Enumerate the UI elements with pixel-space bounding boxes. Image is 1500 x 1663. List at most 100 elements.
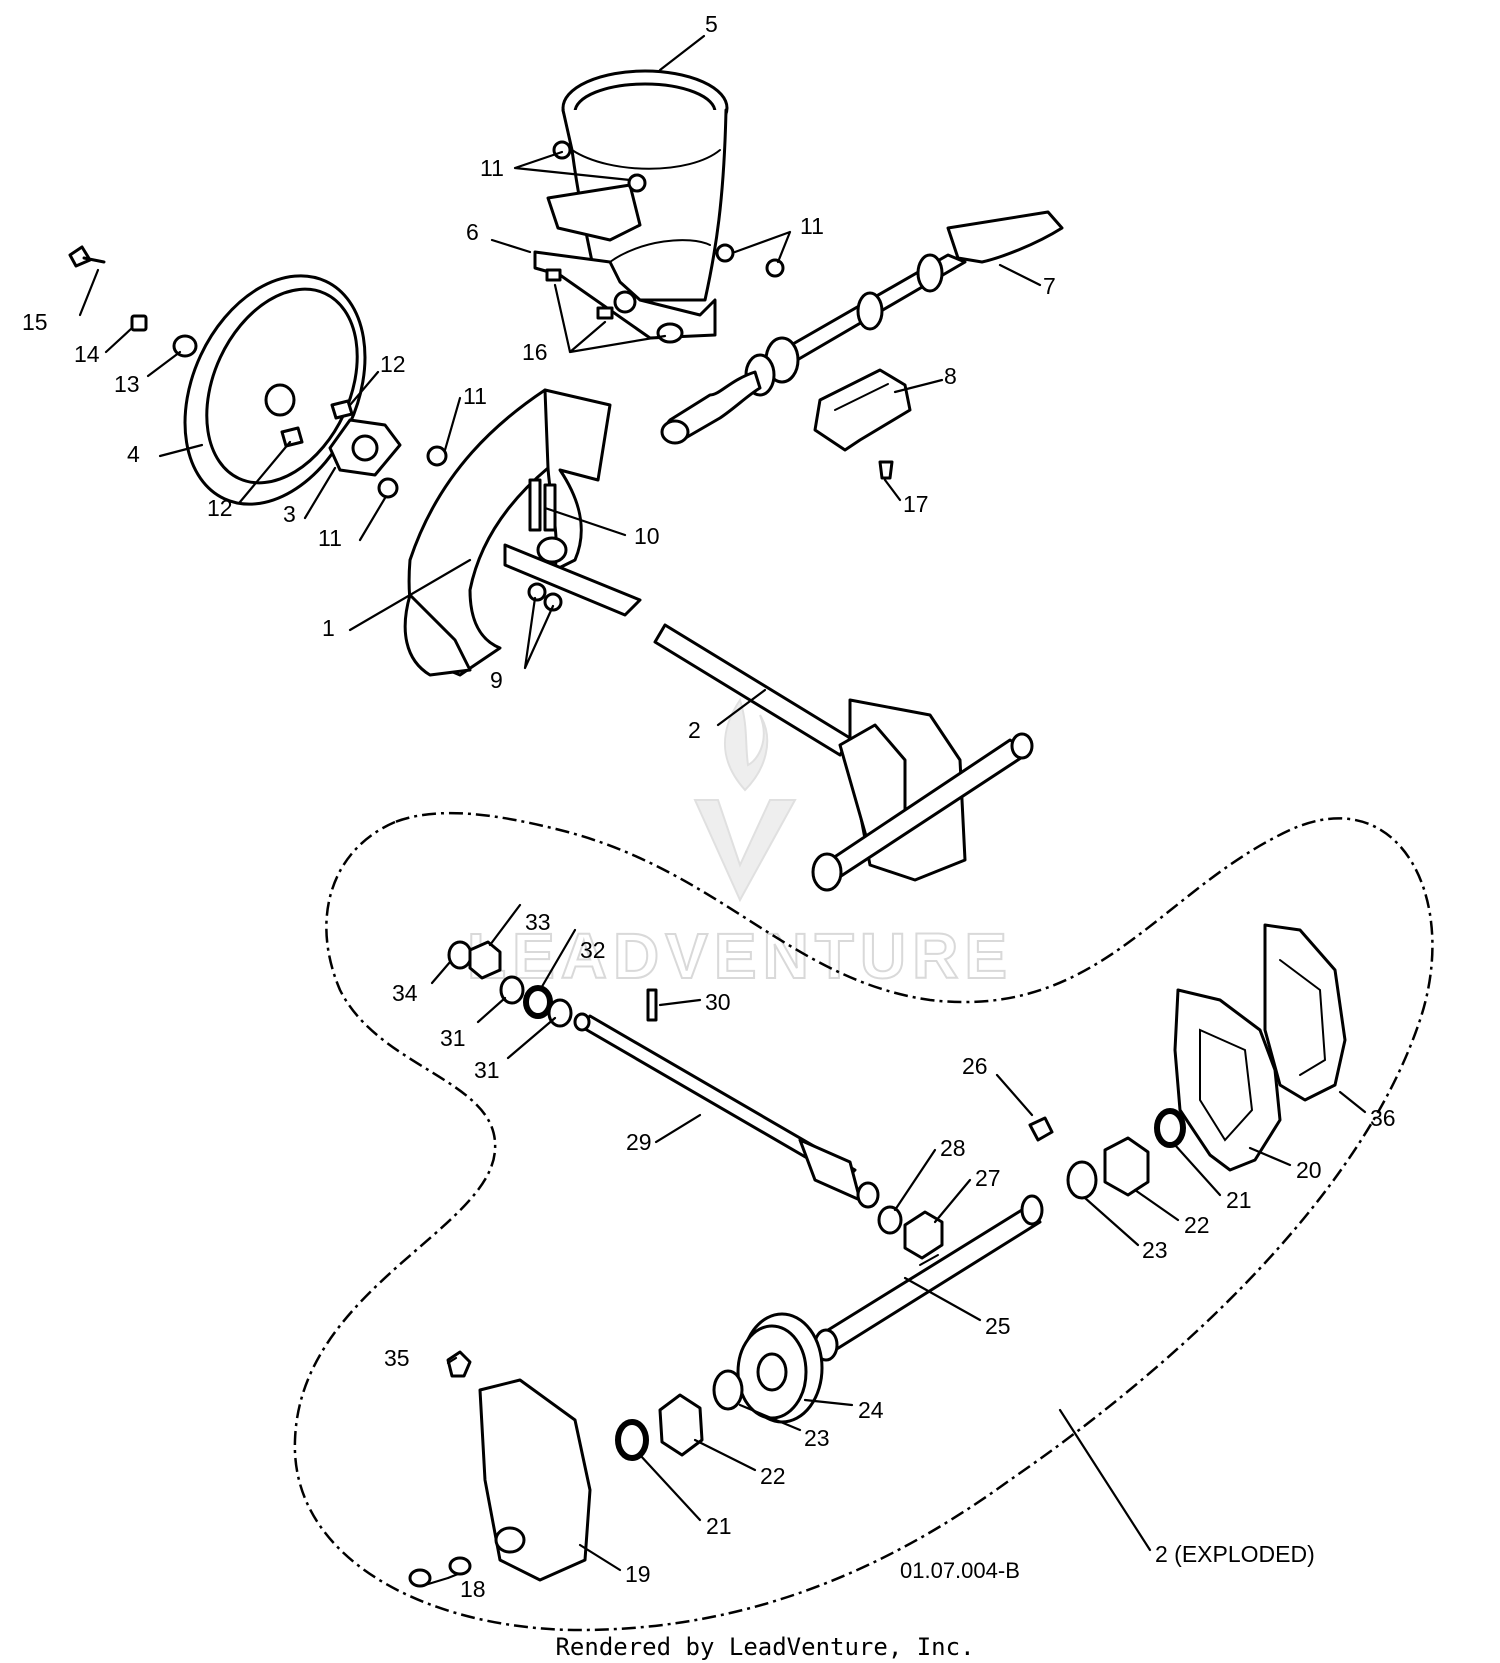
callout-1: 1 (322, 615, 335, 641)
callout-32: 32 (580, 937, 606, 963)
pin-30 (646, 988, 658, 1022)
seal-32 (523, 985, 553, 1019)
callout-18: 18 (460, 1576, 486, 1602)
callout-23-a: 23 (1142, 1237, 1168, 1263)
washer-31-b (547, 998, 573, 1028)
bolt-16-b (596, 306, 614, 320)
callout-4: 4 (127, 441, 140, 467)
callout-29: 29 (626, 1129, 652, 1155)
callout-6: 6 (466, 219, 479, 245)
callout-15: 15 (22, 309, 48, 335)
callout-9: 9 (490, 667, 503, 693)
bearing-22-b (658, 1393, 704, 1457)
leadventure-watermark: LEADVENTURE (466, 697, 1013, 993)
auger-pulley (183, 274, 367, 506)
callout-7: 7 (1043, 273, 1056, 299)
bolt-16-d (656, 322, 684, 344)
leader-lines (78, 34, 1367, 1587)
callout-2-exploded: 2 (EXPLODED) (1155, 1541, 1315, 1567)
bolt-15 (68, 245, 106, 268)
washer-34 (447, 940, 473, 970)
callout-31-b: 31 (474, 1057, 500, 1083)
watermark-v-icon (693, 799, 797, 903)
callout-11-b: 11 (800, 213, 824, 239)
discharge-chute (561, 69, 729, 302)
callout-28: 28 (940, 1135, 966, 1161)
chute-flange-plate (546, 183, 642, 242)
callout-17: 17 (903, 491, 929, 517)
callout-16: 16 (522, 339, 548, 365)
callout-30: 30 (705, 989, 731, 1015)
screw-18-a (408, 1568, 432, 1588)
callout-12-a: 12 (380, 351, 406, 377)
nut-11-b (627, 173, 647, 193)
seal-21-b (615, 1419, 649, 1461)
watermark-text: LEADVENTURE (467, 920, 1013, 992)
bolt-10-b (543, 483, 557, 532)
nut-11-a (552, 140, 572, 160)
callout-10: 10 (634, 523, 660, 549)
callout-3: 3 (283, 501, 296, 527)
gasket-20 (1173, 988, 1282, 1172)
callout-21-a: 21 (1226, 1187, 1252, 1213)
watermark-flame-icon (723, 697, 769, 792)
bolt-16-a (545, 268, 562, 282)
callout-20: 20 (1296, 1157, 1322, 1183)
footer-credit: Rendered by LeadVenture, Inc. (555, 1633, 974, 1661)
callout-11-c: 11 (463, 383, 487, 409)
grease-fitting-35 (446, 1350, 472, 1378)
washer-13 (172, 334, 198, 358)
nut-9-a (527, 582, 547, 602)
callout-25: 25 (985, 1313, 1011, 1339)
callout-23-b: 23 (804, 1425, 830, 1451)
drawing-code: 01.07.004-B (900, 1558, 1020, 1583)
callout-26: 26 (962, 1053, 988, 1079)
exploded-view-boundary (293, 811, 1434, 1632)
callout-5: 5 (705, 11, 718, 37)
callout-35: 35 (384, 1345, 410, 1371)
bolt-16-c (613, 290, 637, 314)
callout-12-b: 12 (207, 495, 233, 521)
seal-21-a (1154, 1108, 1186, 1148)
bearing-22-a (1103, 1136, 1150, 1197)
callouts: 5 11 6 11 7 8 17 16 15 14 13 4 12 12 3 1… (22, 11, 1396, 1602)
bolt-10-a (528, 478, 542, 532)
nut-9-b (543, 592, 563, 612)
callout-27: 27 (975, 1165, 1001, 1191)
bushing-33 (468, 940, 502, 980)
stud-12-b (280, 426, 304, 448)
auger-housing (403, 388, 642, 677)
nut-11-f (377, 477, 399, 499)
washer-31-a (499, 975, 525, 1005)
worm-gear (736, 1312, 824, 1424)
callout-36: 36 (1370, 1105, 1396, 1131)
gearcase-half-36 (1263, 923, 1347, 1102)
callout-2: 2 (688, 717, 701, 743)
callout-31-a: 31 (440, 1025, 466, 1051)
washer-23-a (1066, 1160, 1098, 1200)
screw-18-b (448, 1556, 472, 1576)
washer-23-b (712, 1369, 744, 1411)
callout-33: 33 (525, 909, 551, 935)
callout-24: 24 (858, 1397, 884, 1423)
bushing-27 (903, 1210, 944, 1260)
callout-11-a: 11 (480, 155, 504, 181)
callout-22-b: 22 (760, 1463, 786, 1489)
crank-bracket (813, 368, 912, 452)
nut-11-e (426, 445, 448, 467)
nut-14 (130, 314, 148, 332)
callout-22-a: 22 (1184, 1212, 1210, 1238)
screw-17 (878, 460, 894, 480)
callout-13: 13 (114, 371, 140, 397)
nut-11-c (715, 243, 735, 263)
nut-11-d (765, 258, 785, 278)
callout-21-b: 21 (706, 1513, 732, 1539)
gearcase-half-19 (478, 1378, 592, 1582)
worm-shaft (573, 1012, 880, 1209)
washer-28 (877, 1205, 903, 1235)
callout-19: 19 (625, 1561, 651, 1587)
callout-34: 34 (392, 980, 418, 1006)
key-26 (1028, 1116, 1054, 1142)
callout-14: 14 (74, 341, 100, 367)
